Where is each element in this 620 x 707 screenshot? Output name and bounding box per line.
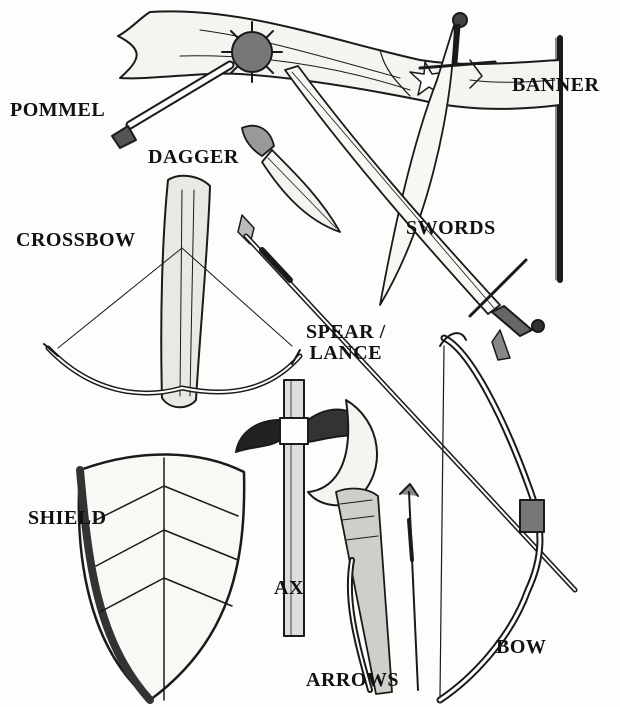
label-crossbow: CROSSBOW — [16, 230, 136, 250]
label-ax: AX — [274, 578, 304, 598]
arrows-drawing — [336, 484, 418, 694]
label-pommel: POMMEL — [10, 100, 105, 120]
label-bow: BOW — [496, 637, 546, 657]
shield-drawing — [79, 454, 244, 700]
label-spear-line1: SPEAR / — [306, 322, 386, 343]
label-dagger: DAGGER — [148, 147, 239, 167]
label-arrows: ARROWS — [306, 670, 399, 690]
label-swords: SWORDS — [406, 218, 496, 238]
label-banner: BANNER — [512, 75, 599, 95]
label-shield: SHIELD — [28, 508, 107, 528]
label-spear-line2: LANCE — [306, 343, 386, 364]
label-spear-lance: SPEAR / LANCE — [306, 322, 386, 364]
dagger-drawing — [242, 126, 340, 232]
crossbow-drawing — [44, 176, 300, 408]
